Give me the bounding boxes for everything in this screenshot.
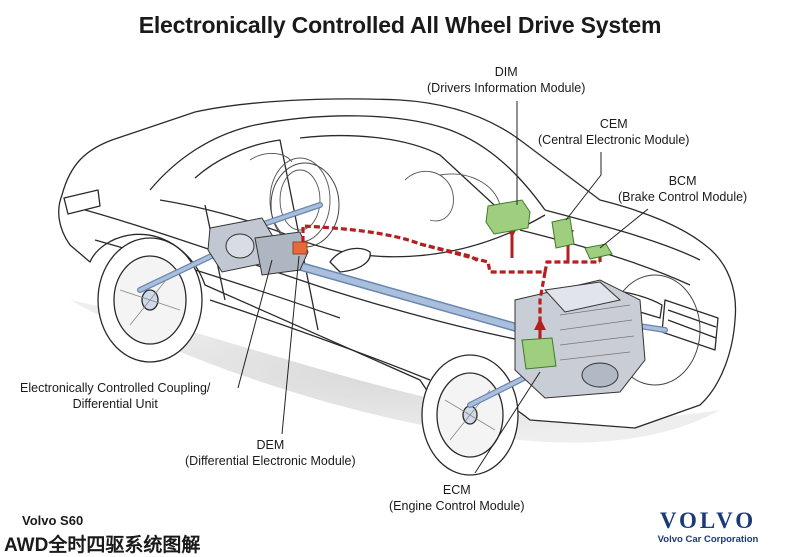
volvo-logo: VOLVO Volvo Car Corporation <box>643 508 773 546</box>
label-dim-name: DIM <box>494 65 518 79</box>
label-dim: DIM (Drivers Information Module) <box>427 64 585 96</box>
label-coupling-line1: Electronically Controlled Coupling/ <box>20 381 211 395</box>
label-dim-desc: (Drivers Information Module) <box>427 81 586 95</box>
label-ecm-name: ECM <box>442 483 471 497</box>
label-bcm-name: BCM <box>668 174 697 188</box>
bcm-module <box>584 243 613 260</box>
dem-module <box>292 241 308 255</box>
label-cem: CEM (Central Electronic Module) <box>538 116 689 148</box>
leader-lines <box>237 101 649 474</box>
model-name: Volvo S60 <box>22 513 84 528</box>
diagram-title: Electronically Controlled All Wheel Driv… <box>138 12 662 38</box>
label-bcm-desc: (Brake Control Module) <box>618 190 748 204</box>
cem-module <box>551 217 575 249</box>
label-cem-desc: (Central Electronic Module) <box>538 133 690 147</box>
ground-shadow <box>70 300 720 443</box>
label-dem: DEM (Differential Electronic Module) <box>185 437 356 469</box>
brand-wordmark: VOLVO <box>659 508 757 533</box>
label-bcm: BCM (Brake Control Module) <box>618 173 747 205</box>
label-coupling-line2: Differential Unit <box>72 397 158 411</box>
dim-module <box>485 199 531 235</box>
rear-wheel <box>97 237 203 363</box>
label-coupling: Electronically Controlled Coupling/ Diff… <box>20 380 210 412</box>
ecm-module <box>521 337 557 370</box>
coupling-differential-unit <box>207 217 309 276</box>
label-ecm-desc: (Engine Control Module) <box>389 499 525 513</box>
brand-subtitle: Volvo Car Corporation <box>657 534 759 545</box>
label-ecm: ECM (Engine Control Module) <box>389 482 525 514</box>
chinese-subtitle: AWD全时四驱系统图解 <box>4 535 201 556</box>
label-dem-name: DEM <box>256 438 285 452</box>
engine-block <box>514 279 646 399</box>
front-wheel <box>421 354 519 476</box>
label-dem-desc: (Differential Electronic Module) <box>185 454 356 468</box>
label-cem-name: CEM <box>599 117 628 131</box>
